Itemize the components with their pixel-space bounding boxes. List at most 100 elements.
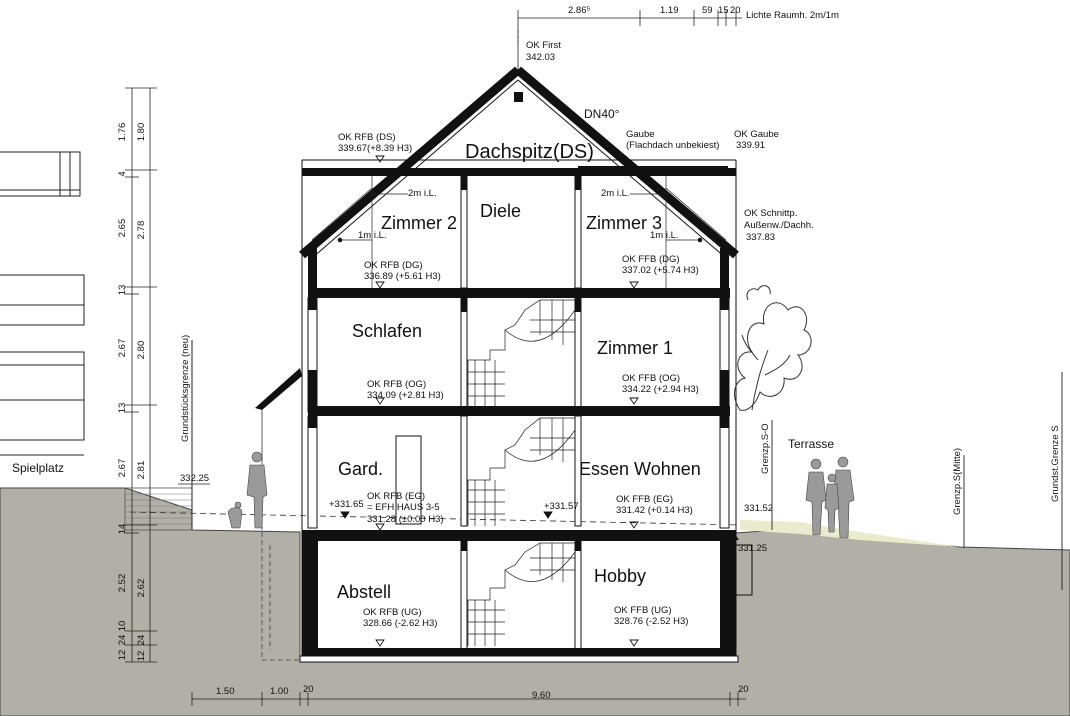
height-33152: 331.52	[744, 503, 773, 514]
level-ug-left-val: 328.66 (-2.62 H3)	[363, 618, 437, 629]
left-dimension-chains	[125, 87, 157, 663]
dim-10: 10	[117, 621, 128, 632]
level-og-left-val: 334.09 (+2.81 H3)	[367, 390, 444, 401]
ok-rfb-ds-value: 339.67(+8.39 H3)	[338, 143, 412, 154]
dim-180: 1.80	[136, 123, 147, 142]
dim-20-left: 20	[303, 684, 314, 695]
level-eg-left-val: 331.28 (±0.00 H3)	[367, 514, 444, 525]
roof-right	[515, 66, 739, 259]
roof-pitch: DN40°	[584, 107, 620, 121]
dim-4: 4	[117, 171, 128, 176]
left-dims-outer-labels: 1.76 4 2.65 13 2.67 13 2.67 14 2.52 12 2…	[117, 123, 128, 661]
dim-265: 2.65	[117, 219, 128, 238]
slab-og	[308, 406, 730, 416]
height-33157: +331.57	[544, 501, 579, 512]
room-diele: Diele	[480, 201, 521, 221]
grundst-grenze-s-label: Grundst.Grenze S	[1050, 425, 1061, 502]
dormer-roof	[578, 166, 728, 174]
level-eg-left-2: = EFH HAUS 3-5	[367, 502, 440, 513]
room-gard: Gard.	[338, 459, 383, 479]
people-right	[805, 456, 855, 539]
wall-dg-inner-1	[460, 175, 468, 289]
ridge-block	[514, 92, 523, 102]
terrasse-label: Terrasse	[788, 437, 834, 451]
level-ug-right-val: 328.76 (-2.52 H3)	[614, 616, 688, 627]
wall-eg-right	[719, 415, 730, 529]
bottom-dimension-chain	[191, 692, 746, 706]
dim-278: 2.78	[136, 221, 147, 240]
ok-gaube-value: 339.91	[736, 140, 765, 151]
level-og-right: OK FFB (OG)	[622, 373, 680, 384]
level-ug-left: OK RFB (UG)	[363, 607, 422, 618]
level-ug-right: OK FFB (UG)	[614, 605, 672, 616]
dim-24b: 24	[136, 635, 147, 646]
lightwell	[736, 544, 753, 596]
steps-hatch	[125, 493, 192, 525]
dim-24a: 24	[117, 635, 128, 646]
lichte-raumhoehe: Lichte Raumh. 2m/1m	[746, 10, 839, 21]
grundstuecksgrenze-label: Grundstücksgrenze (neu)	[180, 335, 191, 442]
roof-left	[299, 66, 521, 259]
dim-262: 2.62	[136, 579, 147, 598]
wall-eg-left	[307, 415, 318, 529]
dim-119: 1.19	[660, 5, 679, 16]
level-og-right-val: 334.22 (+2.94 H3)	[622, 384, 699, 395]
wall-ug-right	[720, 541, 736, 660]
gaube-label: Gaube	[626, 129, 655, 140]
level-og-left: OK RFB (OG)	[367, 379, 426, 390]
dim-280: 2.80	[136, 341, 147, 360]
wardrobe	[395, 435, 422, 525]
building-section	[255, 66, 753, 663]
height-33125-marker	[731, 534, 739, 540]
dim-267a: 2.67	[117, 339, 128, 358]
room-schlafen: Schlafen	[352, 321, 422, 341]
height-33165: +331.65	[329, 499, 364, 510]
wall-dg-left	[308, 248, 317, 296]
staircase	[467, 299, 576, 646]
room-zimmer2: Zimmer 2	[381, 213, 457, 233]
dim-20-right: 20	[738, 684, 749, 695]
dim-13a: 13	[117, 285, 128, 296]
stair-dashed-outline	[261, 532, 300, 661]
dim-252: 2.52	[117, 574, 128, 593]
dim-100: 1.00	[270, 686, 289, 697]
slab-ds	[302, 168, 736, 176]
clearance-lines	[311, 176, 727, 288]
level-dg-right-val: 337.02 (+5.74 H3)	[622, 265, 699, 276]
foundation	[299, 655, 739, 663]
grenzp-so-label: Grenzp.S-O	[760, 423, 771, 474]
schnitt-label: OK Schnittp.	[744, 208, 797, 219]
ok-first-label: OK First	[526, 40, 561, 51]
level-eg-left: OK RFB (EG)	[367, 491, 425, 502]
dim-281: 2.81	[136, 461, 147, 480]
spielplatz-label: Spielplatz	[12, 461, 64, 475]
wall-og-inner-1	[460, 297, 468, 411]
level-dg-left-val: 336.89 (+5.61 H3)	[364, 271, 441, 282]
dim-20-top: 20	[730, 5, 741, 16]
level-markers	[340, 155, 639, 647]
dim-150: 1.50	[216, 686, 235, 697]
room-zimmer3: Zimmer 3	[586, 213, 662, 233]
neighbour-building	[0, 151, 85, 456]
dim-267b: 2.67	[117, 459, 128, 478]
people-left	[227, 451, 268, 529]
ok-rfb-ds-label: OK RFB (DS)	[338, 132, 396, 143]
dim-12b: 12	[136, 651, 147, 662]
room-zimmer1: Zimmer 1	[597, 338, 673, 358]
wall-ug-inner-2	[574, 540, 582, 650]
room-essen-wohnen: Essen Wohnen	[579, 459, 701, 479]
wall-ug-left	[302, 541, 318, 660]
dim-15: 15	[718, 5, 729, 16]
dim-13b: 13	[117, 403, 128, 414]
wall-dg-inner-2	[574, 175, 582, 289]
dim-960: 9.60	[532, 690, 551, 701]
clearance-1m-left: 1m i.L.	[358, 230, 387, 241]
wall-ug-inner-1	[460, 540, 468, 650]
wall-dg-right	[720, 248, 729, 296]
dim-14: 14	[117, 524, 128, 535]
room-abstell: Abstell	[337, 582, 391, 602]
schnitt-value: 337.83	[746, 232, 775, 243]
porch-roof	[255, 368, 302, 410]
schnitt-label-2: Außenw./Dachh.	[744, 220, 814, 231]
